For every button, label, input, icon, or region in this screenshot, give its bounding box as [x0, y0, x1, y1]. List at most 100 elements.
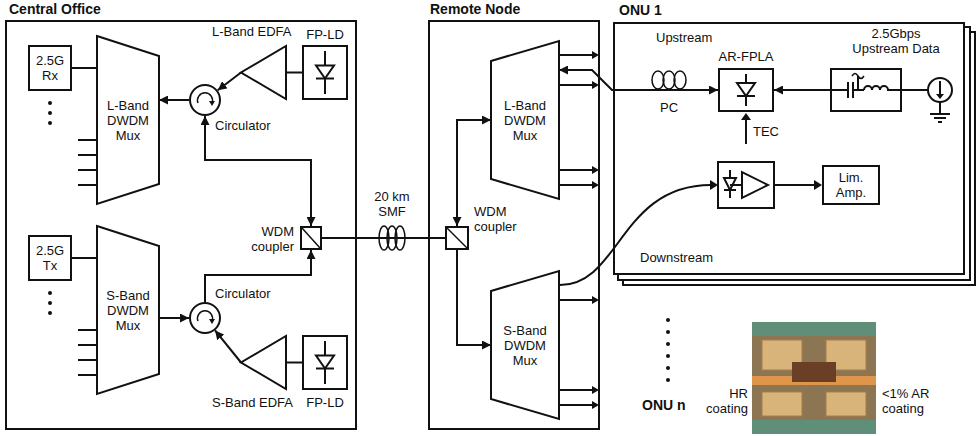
- current-source: [936, 94, 944, 99]
- port-arrow: [592, 401, 599, 409]
- mux-block-outline: [491, 271, 559, 419]
- wdm-coupler-outline: [302, 228, 320, 248]
- fiber-link: [218, 73, 241, 91]
- circulator-outline: [190, 85, 220, 115]
- channel-line: [78, 329, 97, 331]
- fiber-link: [72, 67, 97, 69]
- fiber-link: [205, 116, 311, 226]
- circulator: Circulator: [189, 302, 221, 334]
- circulator-outline: [190, 303, 220, 333]
- tec-arrow: [745, 119, 747, 144]
- port-arrow: [559, 184, 593, 186]
- circulator-outline: [189, 302, 221, 334]
- fiber-link: [205, 250, 311, 302]
- tec-arrow: [741, 113, 751, 144]
- current-source: [934, 117, 946, 119]
- receiver-symbol: [774, 184, 815, 186]
- wdm-coupler-outline: [302, 228, 320, 248]
- fiber-link: [286, 72, 302, 74]
- box-heading: S-Band EDFA: [212, 395, 293, 410]
- port-arrow: [592, 386, 599, 394]
- current-source: [902, 78, 952, 122]
- box-heading: WDM coupler: [474, 204, 540, 234]
- onu-dots: [666, 318, 670, 322]
- modulation-box-outline: [847, 82, 849, 98]
- receiver-symbol: [718, 162, 822, 208]
- box-text: L-Band DWDM Mux: [494, 98, 556, 143]
- annotation-label: HR coating: [700, 386, 748, 416]
- mux-block-outline: [491, 41, 559, 199]
- onu-dots: [666, 318, 670, 382]
- current-source: [939, 102, 941, 114]
- fiber-link: [72, 257, 97, 259]
- laser-box: FP-LD: [302, 335, 348, 390]
- fiber-link: [215, 330, 241, 362]
- onu-dots: [666, 366, 670, 370]
- mux-block: S-Band DWDM Mux: [96, 225, 160, 395]
- receiver-symbol: [814, 180, 822, 190]
- chip-photo: [792, 362, 836, 382]
- office-box: Central Office2.5G RxL-Band DWDM MuxCirc…: [5, 20, 357, 430]
- onu-dots: [666, 378, 670, 382]
- node-box: Remote NodeL-Band DWDM MuxWDM couplerS-B…: [428, 20, 600, 430]
- channel-line: [78, 169, 97, 171]
- box-heading: Remote Node: [430, 2, 520, 17]
- fiber-link: [159, 99, 189, 101]
- polarization-controller: [652, 71, 664, 89]
- downstream-fiber: [710, 180, 718, 190]
- receiver-symbol: [718, 162, 774, 208]
- port-arrow: [559, 169, 593, 171]
- port-arrow: [592, 296, 599, 304]
- circulator-outline: [209, 319, 215, 324]
- amplifier-triangle-outline: [240, 45, 287, 100]
- fiber-link: [559, 70, 718, 90]
- laser-amplifier-box-outline: [737, 95, 755, 97]
- chip-photo: [762, 392, 802, 416]
- port-arrow: [559, 389, 593, 391]
- channel-line: [78, 184, 97, 186]
- tec-arrow: [741, 113, 751, 120]
- modulation-box-outline: [832, 70, 900, 110]
- annotation-label: ONU n: [642, 398, 686, 413]
- box-heading: Circulator: [215, 118, 271, 133]
- annotation-label: Upstream: [656, 30, 712, 45]
- box-text: L-Band DWDM Mux: [99, 98, 157, 143]
- wdm-coupler-outline: [447, 228, 467, 248]
- laser-box-outline: [316, 66, 334, 79]
- mux-block: L-Band DWDM Mux: [490, 40, 560, 200]
- channel-dots: [48, 311, 52, 315]
- port-arrow: [592, 181, 599, 189]
- downstream-fiber: [560, 185, 711, 285]
- channel-line: [78, 374, 97, 376]
- box-text: Lim. Amp.: [826, 170, 876, 200]
- channel-dots: [48, 101, 52, 105]
- mux-block: L-Band DWDM Mux: [96, 35, 160, 205]
- port-arrow: [592, 51, 599, 59]
- circulator-outline: [209, 101, 215, 106]
- box-heading: 2.5Gbps Upstream Data: [846, 26, 946, 56]
- box-heading: Circulator: [215, 286, 271, 301]
- current-source: [939, 81, 941, 96]
- transmitter-box: 2.5G Tx: [28, 235, 72, 281]
- channel-dots: [48, 291, 52, 295]
- box-heading: FP-LD: [304, 27, 346, 42]
- circulator: Circulator: [189, 84, 221, 116]
- amplifier-triangle: L-Band EDFA: [240, 45, 287, 100]
- annotation-label: <1% AR coating: [882, 386, 946, 416]
- box-heading: WDM coupler: [228, 224, 294, 254]
- current-source: [928, 78, 952, 102]
- chip-photo: [752, 420, 876, 434]
- limiting-amp-box: Lim. Amp.: [822, 165, 880, 205]
- port-arrow: [559, 51, 599, 409]
- port-arrow: [559, 84, 593, 86]
- laser-box-outline: [316, 356, 334, 369]
- channel-dots: [48, 121, 52, 125]
- onu-dots: [666, 354, 670, 358]
- channel-dots: [48, 301, 52, 305]
- fiber-link: [286, 362, 302, 364]
- receiver-symbol: [729, 190, 731, 198]
- current-source: [930, 113, 950, 115]
- wdm-coupler: WDM coupler: [300, 226, 322, 250]
- onu-stack: [613, 22, 965, 275]
- laser-box-outline: [304, 337, 346, 388]
